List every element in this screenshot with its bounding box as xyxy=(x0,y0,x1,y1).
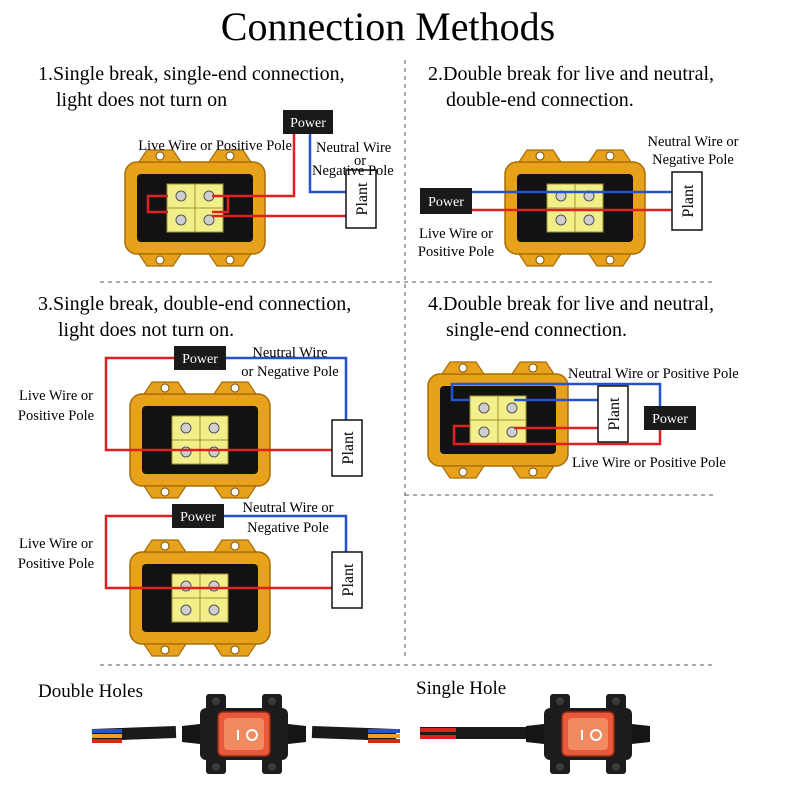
neutral-wire xyxy=(224,514,348,552)
plant-box xyxy=(671,171,703,231)
live-wire xyxy=(212,196,230,214)
plant-label: Plant xyxy=(606,397,623,430)
plant-label: Plant xyxy=(340,431,357,464)
double-holes-product: Double Holes xyxy=(38,681,400,775)
live-wire xyxy=(146,194,168,214)
neutral-wire-label: Neutral Wire or Positive Pole xyxy=(568,366,739,382)
neutral-wire xyxy=(450,382,662,406)
section-2-heading-line2: double-end connection. xyxy=(446,89,634,111)
neutral-wire-label: Neutral Wire or xyxy=(648,134,739,150)
power-box xyxy=(172,504,224,528)
single-hole-label: Single Hole xyxy=(416,678,506,699)
switch-housing xyxy=(129,381,271,499)
neutral-wire-label: Neutral Wire or xyxy=(243,500,334,516)
live-wire xyxy=(452,424,662,446)
plant-label: Plant xyxy=(354,182,371,215)
section-3-heading-line1: 3.Single break, double-end connection, xyxy=(38,293,351,315)
diagram-1: 1.Single break, single-end connection, l… xyxy=(38,63,394,267)
page-title: Connection Methods xyxy=(221,4,555,49)
power-label: Power xyxy=(182,352,218,367)
power-label: Power xyxy=(428,195,464,210)
double-holes-label: Double Holes xyxy=(38,681,143,702)
live-wire-label: Positive Pole xyxy=(18,408,94,424)
live-wire-label: Live Wire or Positive Pole xyxy=(572,455,726,471)
neutral-wire-label: Negative Pole xyxy=(247,520,329,536)
switch-housing xyxy=(427,361,569,479)
power-label: Power xyxy=(652,412,688,427)
single-hole-product: Single Hole xyxy=(416,678,651,775)
live-wire-label: Live Wire or xyxy=(19,536,93,552)
power-box xyxy=(174,346,226,370)
plant-label: Plant xyxy=(340,563,357,596)
power-label: Power xyxy=(290,116,326,131)
neutral-wire-label: or xyxy=(354,153,366,169)
live-wire xyxy=(212,134,296,198)
neutral-wire xyxy=(226,356,348,420)
section-3-heading-line2: light does not turn on. xyxy=(58,319,234,341)
plant-label: Plant xyxy=(680,184,697,217)
diagram-3: 3.Single break, double-end connection, l… xyxy=(18,293,363,657)
power-box xyxy=(644,406,696,430)
switch-housing xyxy=(504,149,646,267)
live-wire-label: Live Wire or xyxy=(419,226,493,242)
plant-box xyxy=(345,169,377,229)
live-wire-label: Live Wire or Positive Pole xyxy=(138,138,292,154)
section-1-heading-line1: 1.Single break, single-end connection, xyxy=(38,63,345,85)
plant-box xyxy=(331,419,363,477)
cable-switch-box xyxy=(525,693,651,775)
neutral-wire-label: or Negative Pole xyxy=(241,364,338,380)
neutral-wire-label: Neutral Wire xyxy=(252,345,327,361)
live-wire-label: Positive Pole xyxy=(418,244,494,260)
section-4-heading-line2: single-end connection. xyxy=(446,319,627,341)
power-box xyxy=(283,110,333,134)
diagram-4: 4.Double break for live and neutral, sin… xyxy=(427,293,739,479)
switch-housing xyxy=(129,539,271,657)
neutral-wire-label: Negative Pole xyxy=(312,163,394,179)
plant-box xyxy=(597,385,629,443)
neutral-wire xyxy=(308,134,346,194)
live-wire xyxy=(104,514,332,590)
diagram-2: 2.Double break for live and neutral, dou… xyxy=(418,63,739,267)
section-2-heading-line1: 2.Double break for live and neutral, xyxy=(428,63,714,85)
switch-housing xyxy=(124,149,266,267)
live-wire xyxy=(104,356,332,452)
neutral-wire-label: Neutral Wire xyxy=(316,140,391,156)
neutral-wire-label: Negative Pole xyxy=(652,152,734,168)
cable-switch-box xyxy=(181,693,307,775)
section-1-heading-line2: light does not turn on xyxy=(56,89,227,111)
plant-box xyxy=(331,551,363,609)
power-box xyxy=(420,188,472,214)
section-4-heading-line1: 4.Double break for live and neutral, xyxy=(428,293,714,315)
power-label: Power xyxy=(180,510,216,525)
live-wire-label: Positive Pole xyxy=(18,556,94,572)
live-wire-label: Live Wire or xyxy=(19,388,93,404)
